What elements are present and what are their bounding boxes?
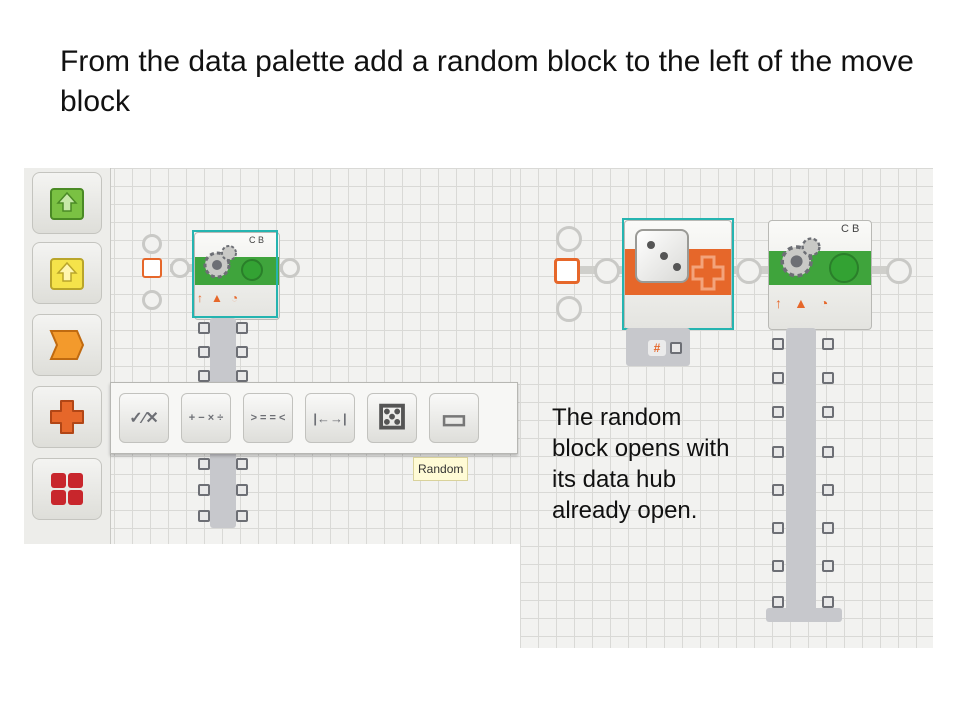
hub-plug-icon — [236, 510, 248, 522]
hub-plug-icon — [236, 346, 248, 358]
data-palette-icon — [50, 400, 84, 434]
hub-plug-icon — [822, 522, 834, 534]
slide-title: From the data palette add a random block… — [60, 45, 914, 118]
action-palette-icon — [50, 258, 84, 290]
data-palette-flyout: ✓⁄✕ + − × ÷ > = = < |←→| ⚄ ▭ — [110, 382, 518, 454]
beam-connector — [736, 258, 762, 284]
hub-plug-icon — [670, 342, 682, 354]
variable-block-button[interactable]: ▭ — [429, 393, 479, 443]
math-block-button[interactable]: + − × ÷ — [181, 393, 231, 443]
beam-connector — [556, 226, 582, 252]
data-palette-button[interactable] — [32, 386, 102, 448]
dice-icon: ⚄ — [377, 399, 407, 437]
gears-icon — [780, 237, 821, 278]
action-palette-button[interactable] — [32, 242, 102, 304]
hub-plug-icon — [772, 338, 784, 350]
hub-plug-icon — [772, 596, 784, 608]
beam-connector — [170, 258, 190, 278]
number-output-icon: # — [648, 340, 666, 356]
hub-plug-icon — [236, 484, 248, 496]
note-text: The random block opens with its data hub… — [552, 404, 730, 524]
hub-plug-icon — [198, 510, 210, 522]
move-block-data-hub — [786, 328, 816, 614]
hub-plug-icon — [236, 458, 248, 470]
hub-plug-icon — [198, 322, 210, 334]
start-plug-icon — [142, 258, 162, 278]
range-block-button[interactable]: |←→| — [305, 393, 355, 443]
beam-connector — [142, 234, 162, 254]
hub-plug-icon — [772, 522, 784, 534]
beam-connector — [556, 296, 582, 322]
sensor-palette-icon — [49, 330, 85, 360]
random-block-button[interactable]: ⚄ — [367, 393, 417, 443]
logic-block-button[interactable]: ✓⁄✕ — [119, 393, 169, 443]
start-plug-icon — [554, 258, 580, 284]
hub-plug-icon — [772, 560, 784, 572]
hub-plug-icon — [236, 370, 248, 382]
common-palette-button[interactable] — [32, 172, 102, 234]
move-block-ports: C B — [841, 223, 860, 235]
suitcase-icon: ▭ — [440, 402, 468, 434]
compare-block-button[interactable]: > = = < — [243, 393, 293, 443]
hub-plug-icon — [772, 484, 784, 496]
hub-plug-icon — [198, 458, 210, 470]
hub-plug-icon — [198, 346, 210, 358]
random-tooltip: Random — [413, 457, 469, 481]
hub-plug-icon — [236, 322, 248, 334]
move-block-hub-tab: ↑▲◔ — [775, 295, 841, 311]
move-block[interactable]: C B ↑▲◔ — [194, 232, 280, 320]
right-screenshot-canvas: # C B ↑▲◔ — [520, 168, 933, 648]
common-palette-icon — [50, 188, 84, 220]
move-block-ports: C B — [249, 235, 265, 245]
hub-plug-icon — [772, 406, 784, 418]
random-block-dice-icon — [635, 229, 689, 283]
hub-plug-icon — [822, 338, 834, 350]
hub-plug-icon — [822, 406, 834, 418]
wheel-icon — [829, 253, 859, 283]
logic-icon: ✓⁄✕ — [129, 410, 159, 427]
hub-plug-icon — [772, 446, 784, 458]
hub-plug-icon — [822, 484, 834, 496]
advanced-palette-icon — [51, 473, 83, 505]
wheel-icon — [241, 259, 263, 281]
sensor-palette-button[interactable] — [32, 314, 102, 376]
advanced-palette-button[interactable] — [32, 458, 102, 520]
move-block-selection — [192, 230, 278, 318]
compare-icon: > = = < — [250, 412, 286, 424]
random-block-data-hub: # — [626, 328, 690, 366]
hub-plug-icon — [822, 372, 834, 384]
random-block-selection — [622, 218, 734, 330]
left-screenshot-canvas: C B ↑▲◔ ✓⁄✕ + − × ÷ > = = < |←→| — [24, 168, 520, 544]
move-block-hub-tab: ↑▲◔ — [197, 291, 247, 305]
data-plus-icon — [691, 255, 725, 291]
beam-connector — [886, 258, 912, 284]
math-icon: + − × ÷ — [188, 412, 224, 424]
hub-plug-icon — [822, 446, 834, 458]
palette-sidebar — [24, 168, 111, 544]
hub-plug-icon — [822, 560, 834, 572]
move-block[interactable]: C B ↑▲◔ — [768, 220, 872, 330]
random-block[interactable] — [624, 220, 732, 330]
data-hub-foot — [766, 608, 842, 622]
gears-icon — [203, 245, 237, 279]
range-icon: |←→| — [313, 410, 347, 426]
hub-plug-icon — [198, 484, 210, 496]
hub-plug-icon — [822, 596, 834, 608]
hub-plug-icon — [198, 370, 210, 382]
beam-connector — [142, 290, 162, 310]
beam-connector — [280, 258, 300, 278]
beam-connector — [594, 258, 620, 284]
hub-plug-icon — [772, 372, 784, 384]
